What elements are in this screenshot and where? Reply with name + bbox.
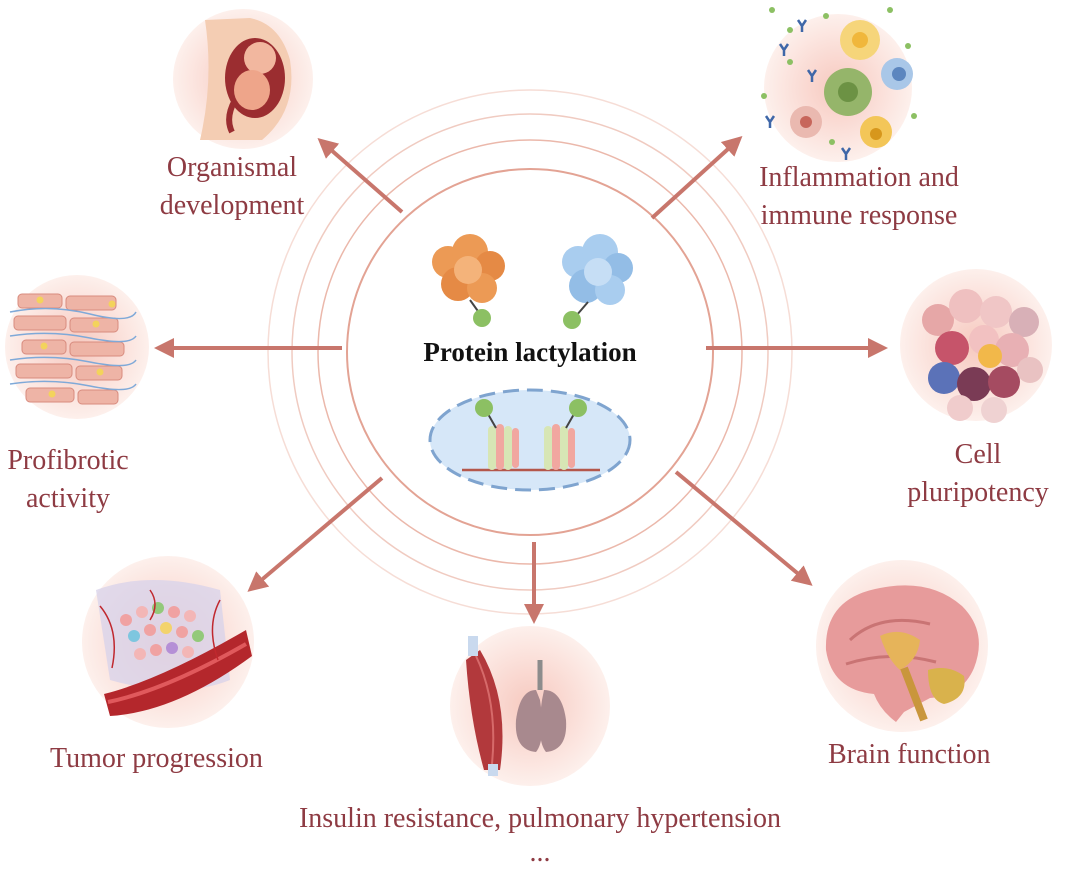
label-pluripotency: Cell pluripotency bbox=[896, 436, 1060, 512]
stem-cell-cluster-icon bbox=[900, 269, 1052, 423]
arrow-tumor bbox=[247, 476, 384, 592]
label-insulin-resistance: Insulin resistance, pulmonary hypertensi… bbox=[270, 800, 810, 868]
fetus-icon bbox=[173, 9, 313, 149]
label-profibrotic: Profibrotic activity bbox=[0, 442, 136, 518]
muscle-lung-icon bbox=[450, 626, 610, 786]
effect-arrows bbox=[154, 135, 888, 624]
label-inflammation: Inflammation and immune response bbox=[746, 159, 972, 235]
label-line: development bbox=[159, 190, 305, 221]
lactyl-group-icon bbox=[473, 309, 491, 327]
label-line: Brain function bbox=[828, 739, 991, 770]
label-line: Tumor progression bbox=[50, 743, 263, 774]
label-line: pluripotency bbox=[907, 477, 1049, 508]
label-organismal-development: Organismal development bbox=[150, 149, 314, 225]
label-brain-function: Brain function bbox=[828, 736, 991, 774]
label-line: Inflammation and bbox=[759, 162, 959, 193]
arrow-brain bbox=[674, 470, 813, 586]
brain-icon bbox=[816, 560, 988, 732]
label-line: immune response bbox=[760, 200, 958, 231]
blue-protein-icon bbox=[562, 234, 633, 329]
label-line: Insulin resistance, pulmonary hypertensi… bbox=[298, 803, 782, 834]
label-line: Organismal bbox=[166, 152, 298, 183]
label-line: Profibrotic bbox=[7, 445, 129, 476]
label-line: ... bbox=[529, 837, 551, 868]
arrow-inflammation bbox=[650, 135, 743, 220]
nucleus-histone-icon bbox=[428, 388, 632, 492]
fibrotic-tissue-icon bbox=[5, 275, 149, 419]
lactyl-group-icon bbox=[563, 311, 581, 329]
arrow-organismal bbox=[317, 138, 404, 214]
immune-cells-icon bbox=[761, 7, 917, 162]
label-line: Cell bbox=[954, 439, 1002, 470]
orange-protein-icon bbox=[432, 234, 505, 327]
label-line: activity bbox=[26, 483, 110, 514]
center-title: Protein lactylation bbox=[423, 337, 637, 367]
label-tumor-progression: Tumor progression bbox=[50, 740, 263, 778]
tumor-vessel-icon bbox=[82, 556, 254, 728]
